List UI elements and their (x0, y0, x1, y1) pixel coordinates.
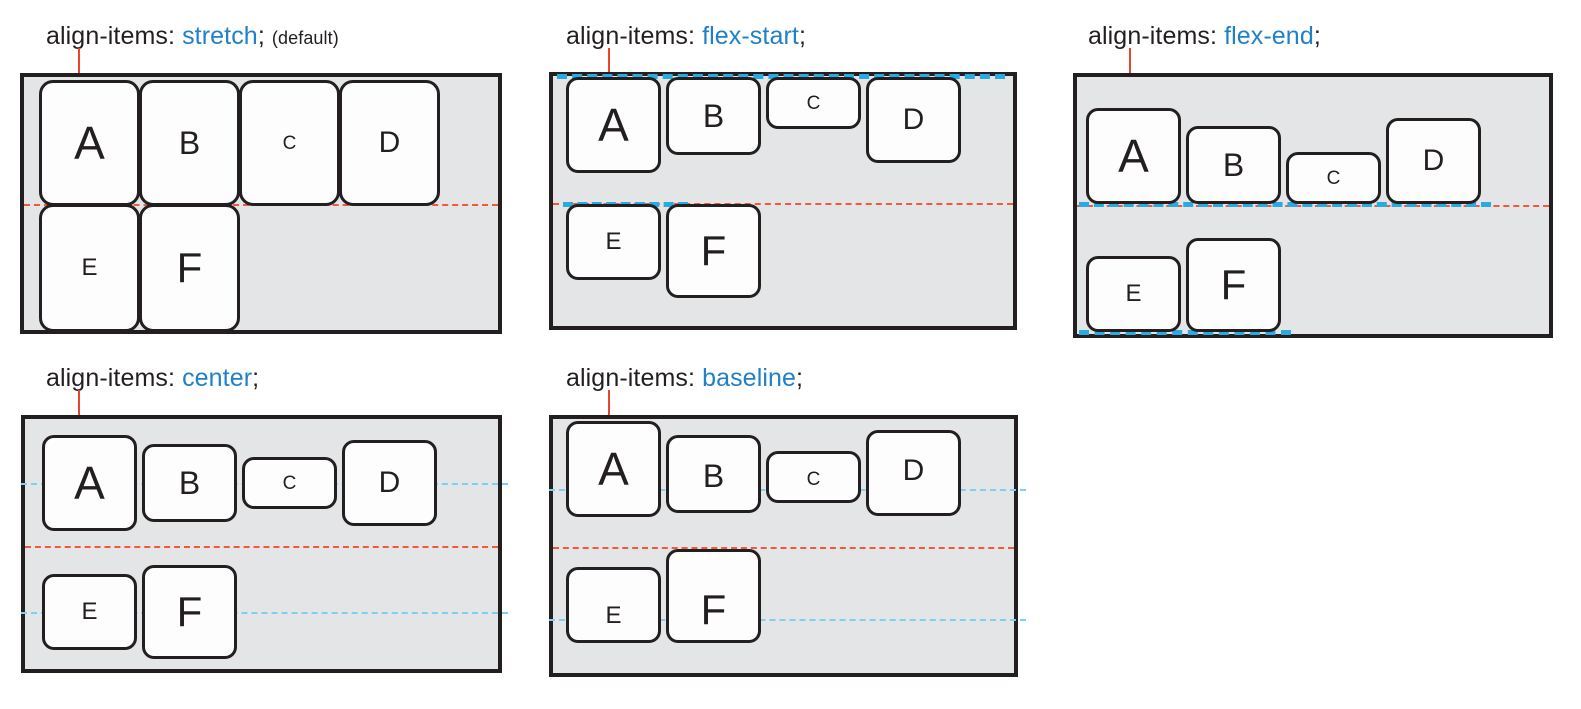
flex-item-d: D (866, 77, 961, 163)
pointer-tick-flex-end (1129, 48, 1131, 74)
flex-item-a: A (42, 435, 137, 531)
caption-stretch: align-items: stretch; (default) (46, 22, 339, 51)
flex-item-f: F (666, 549, 761, 643)
pointer-tick-baseline (608, 390, 610, 416)
flex-item-label: B (1222, 147, 1245, 183)
flex-item-f: F (1186, 238, 1281, 332)
caption-value: flex-end (1224, 22, 1314, 50)
flex-item-label: F (700, 227, 727, 274)
caption-flex-end: align-items: flex-end; (1088, 22, 1321, 51)
flex-item-label: C (806, 92, 821, 114)
caption-semicolon: ; (1313, 22, 1321, 50)
flex-item-b: B (1186, 126, 1281, 204)
flex-item-label: A (74, 457, 105, 509)
flex-item-label: B (702, 458, 725, 494)
flex-item-label: D (902, 103, 925, 136)
flex-item-e: E (42, 574, 137, 650)
caption-property: align-items: (566, 22, 696, 50)
flex-item-label: F (1220, 261, 1247, 308)
flex-container-flex-start: A B C D E F (549, 72, 1017, 330)
flex-item-label: A (74, 117, 105, 169)
flex-item-b: B (666, 435, 761, 513)
flex-item-label: F (700, 586, 727, 633)
flex-item-b: B (142, 444, 237, 522)
caption-semicolon: ; (252, 364, 260, 392)
flex-item-e: E (39, 204, 140, 332)
flex-item-c: C (239, 80, 340, 206)
flex-item-c: C (766, 77, 861, 129)
flex-item-b: B (666, 77, 761, 155)
flex-item-a: A (1086, 108, 1181, 204)
caption-value: flex-start (702, 22, 799, 50)
alignment-guide-row1-flex-start (557, 74, 1005, 79)
pointer-tick-flex-start (608, 48, 610, 74)
flex-container-baseline: A B C D E F (549, 415, 1026, 677)
flex-item-label: D (1422, 144, 1445, 177)
flex-item-label: D (902, 454, 925, 487)
alignment-guide-row2-baseline (549, 619, 1026, 621)
flex-item-label: C (282, 132, 297, 154)
flex-item-label: A (598, 99, 629, 151)
flex-item-b: B (139, 80, 240, 206)
flex-item-label: D (378, 466, 401, 499)
flex-item-c: C (1286, 152, 1381, 204)
flex-item-label: C (806, 469, 821, 490)
flex-item-a: A (39, 80, 140, 206)
flex-item-e: E (1086, 256, 1181, 332)
flex-item-e: E (566, 567, 661, 643)
flex-item-f: F (666, 204, 761, 298)
flex-container-stretch: A B C D E F (20, 73, 502, 334)
flex-item-d: D (339, 80, 440, 206)
flex-item-label: A (1118, 130, 1149, 182)
caption-note: (default) (271, 28, 339, 48)
caption-property: align-items: (566, 364, 696, 392)
flex-item-c: C (242, 457, 337, 509)
caption-property: align-items: (46, 22, 176, 50)
flex-item-label: B (178, 465, 201, 501)
caption-property: align-items: (46, 364, 176, 392)
caption-property: align-items: (1088, 22, 1218, 50)
flex-container-center: A B C D E F (21, 415, 508, 673)
pointer-tick-center (78, 390, 80, 416)
caption-semicolon: ; (798, 22, 806, 50)
flex-item-a: A (566, 421, 661, 517)
caption-semicolon: ; (796, 364, 804, 392)
caption-center: align-items: center; (46, 364, 259, 393)
flex-item-label: E (81, 254, 98, 281)
flex-item-label: E (605, 602, 622, 629)
flex-item-f: F (139, 204, 240, 332)
flex-item-d: D (342, 440, 437, 526)
pointer-tick-stretch (78, 48, 80, 74)
alignment-guide-row2-flex-end (1079, 330, 1291, 335)
flex-item-label: F (176, 588, 203, 635)
flex-item-label: E (1125, 280, 1142, 307)
flex-item-d: D (1386, 118, 1481, 204)
row-divider-line-center (25, 546, 498, 548)
flex-item-e: E (566, 204, 661, 280)
caption-value: stretch (182, 22, 258, 50)
flex-item-f: F (142, 565, 237, 659)
flex-item-label: E (605, 228, 622, 255)
alignment-guide-row2-center (21, 612, 508, 614)
flex-item-a: A (566, 77, 661, 173)
flex-item-label: E (81, 598, 98, 625)
flex-item-d: D (866, 430, 961, 516)
flex-item-label: B (702, 98, 725, 134)
caption-baseline: align-items: baseline; (566, 364, 803, 393)
flex-item-label: C (1326, 167, 1341, 189)
caption-value: baseline (702, 364, 797, 392)
row-divider-line-baseline (553, 547, 1014, 549)
flex-item-label: F (176, 244, 203, 291)
caption-value: center (182, 364, 253, 392)
flex-item-label: D (378, 126, 401, 159)
flex-item-label: C (282, 472, 297, 494)
alignment-guide-row1-flex-end (1079, 202, 1491, 207)
flex-item-label: B (178, 125, 201, 161)
row-divider-line-flex-start (553, 203, 1013, 205)
caption-flex-start: align-items: flex-start; (566, 22, 806, 51)
flex-item-c: C (766, 451, 861, 503)
flex-item-label: A (598, 443, 629, 495)
flex-container-flex-end: A B C D E F (1073, 73, 1553, 338)
caption-semicolon: ; (257, 22, 265, 50)
